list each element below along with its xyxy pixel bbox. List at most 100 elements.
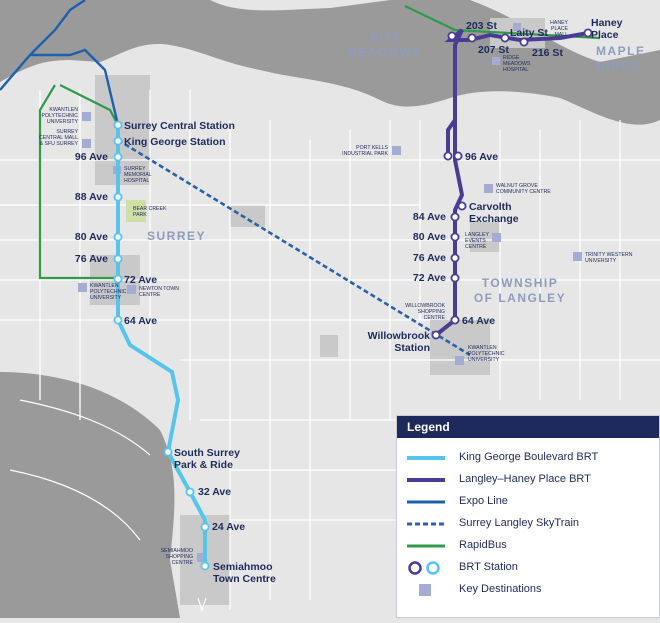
dest-port-kells-1: PORT KELLS [356,145,388,151]
dest-kpu-newton-1: KWANTLEN [90,283,119,289]
dest-semiahmoo-sc-1: SEMIAHMOO [161,548,193,554]
station-marker-lh-96-ave-west[interactable] [443,151,453,161]
station-marker-willowbrook[interactable] [431,330,441,340]
station-marker-lh-76-ave[interactable] [450,253,460,263]
label-south-surrey-2[interactable]: Park & Ride [174,459,233,471]
label-kg-64-ave[interactable]: 64 Ave [124,315,157,327]
dest-central-mall-1: SURREY [56,129,78,135]
station-marker-kg-88-ave[interactable] [113,192,123,202]
label-surrey-central-station[interactable]: Surrey Central Station [124,120,235,132]
dest-willowbrook-sc-1: WILLOWBROOK [405,303,445,309]
dest-smh-2: MEMORIAL [124,172,152,178]
station-marker-kg-72-ave[interactable] [113,274,123,284]
station-marker-lh-72-ave[interactable] [450,273,460,283]
legend-label: Surrey Langley SkyTrain [459,517,580,529]
label-lh-72-ave[interactable]: 72 Ave [413,272,446,284]
station-marker-carvolth[interactable] [457,201,467,211]
dest-semiahmoo-sc-3: CENTRE [172,560,194,566]
station-marker-kg-80-ave[interactable] [113,232,123,242]
dest-kpu-langley-2: POLYTECHNIC [468,351,505,357]
station-marker-surrey-central[interactable] [113,120,123,130]
station-marker-lh-64-ave[interactable] [450,315,460,325]
station-marker-216-st[interactable] [519,37,529,47]
label-kg-32-ave[interactable]: 32 Ave [198,486,231,498]
dest-kpu-surrey-3: UNIVERSITY [47,119,79,125]
dest-bear-creek-1: BEAR CREEK [133,206,167,212]
coastline-marker [197,597,207,612]
legend-label: Key Destinations [459,583,542,595]
label-kg-72-ave[interactable]: 72 Ave [124,274,157,286]
king-george-stations [113,120,210,571]
label-kg-76-ave[interactable]: 76 Ave [75,253,108,265]
legend-item-expo-line: Expo Line [397,493,659,511]
label-216-st[interactable]: 216 St [532,47,563,59]
label-haney-2[interactable]: Place [591,29,619,41]
station-marker-kg-24-ave[interactable] [200,522,210,532]
dest-trinity-western-1: TRINITY WESTERN [585,252,633,258]
dest-willowbrook-sc-2: SHOPPING [418,309,445,315]
expo-line [0,0,120,126]
langley-haney-brt-branch [446,118,457,155]
area-langley-2: OF LANGLEY [474,291,566,305]
dest-smh-1: SURREY [124,166,146,172]
rapidbus-swatch [407,544,445,548]
label-carvolth-2[interactable]: Exchange [469,213,519,225]
label-lh-76-ave[interactable]: 76 Ave [413,252,446,264]
station-marker-203-st[interactable] [447,31,457,41]
label-willowbrook-1[interactable]: Willowbrook [368,330,430,342]
station-marker-lh-84-ave[interactable] [450,212,460,222]
legend-item-langley-haney-brt: Langley–Haney Place BRT [397,471,659,489]
label-kg-96-ave[interactable]: 96 Ave [75,151,108,163]
station-marker-king-george[interactable] [113,136,123,146]
legend-label: RapidBus [459,539,507,551]
label-lh-80-ave[interactable]: 80 Ave [413,231,446,243]
surrey-langley-skytrain [117,138,471,357]
label-lh-64-ave[interactable]: 64 Ave [462,315,495,327]
label-king-george-station[interactable]: King George Station [124,136,226,148]
label-207-st[interactable]: 207 St [478,44,509,56]
station-marker-laity-st[interactable] [500,33,510,43]
station-marker-haney-place[interactable] [583,28,593,38]
dest-haney-mall-3: MALL [554,32,568,38]
label-kg-88-ave[interactable]: 88 Ave [75,191,108,203]
label-semiahmoo-1[interactable]: Semiahmoo [213,561,273,573]
dest-kpu-surrey-1: KWANTLEN [49,107,78,113]
label-laity-st[interactable]: Laity St [510,27,548,39]
dest-haney-mall-2: PLACE [551,26,569,32]
area-maple-2: RIDGE [596,59,642,73]
dest-port-kells-2: INDUSTRIAL PARK [342,151,388,157]
king-george-brt-line [116,125,207,570]
label-lh-96-ave[interactable]: 96 Ave [465,151,498,163]
legend-label: Langley–Haney Place BRT [459,473,591,485]
label-haney-1[interactable]: Haney [591,17,623,29]
label-south-surrey-1[interactable]: South Surrey [174,447,240,459]
destination-labels: KWANTLEN POLYTECHNIC UNIVERSITY SURREY C… [39,20,633,566]
station-marker-kg-32-ave[interactable] [185,487,195,497]
area-pitt-1: PITT [370,31,402,45]
rapidbus-line [38,84,119,280]
label-203-st[interactable]: 203 St [466,20,497,32]
station-marker-kg-76-ave[interactable] [113,254,123,264]
station-marker-lh-96-ave-east[interactable] [453,151,463,161]
station-marker-kg-64-ave[interactable] [113,315,123,325]
dest-walnut-grove-1: WALNUT GROVE [496,183,538,189]
station-marker-semiahmoo[interactable] [200,561,210,571]
dest-ridge-meadows-1: RIDGE [503,55,520,61]
station-marker-lh-80-ave[interactable] [450,232,460,242]
label-lh-84-ave[interactable]: 84 Ave [413,211,446,223]
label-willowbrook-2[interactable]: Station [394,342,430,354]
station-marker-kg-96-ave[interactable] [113,152,123,162]
dest-semiahmoo-sc-2: SHOPPING [166,554,193,560]
station-marker-south-surrey[interactable] [163,447,173,457]
label-kg-80-ave[interactable]: 80 Ave [75,231,108,243]
label-kg-24-ave[interactable]: 24 Ave [212,521,245,533]
langley-haney-brt-swatch [407,478,445,482]
station-marker-207-st[interactable] [467,33,477,43]
legend-item-king-george-brt: King George Boulevard BRT [397,449,659,467]
dest-langley-events-3: CENTRE [465,244,487,250]
label-semiahmoo-2[interactable]: Town Centre [213,573,276,585]
dest-willowbrook-sc-3: CENTRE [424,315,446,321]
label-carvolth-1[interactable]: Carvolth [469,201,512,213]
legend-item-brt-station: BRT Station [397,559,659,577]
